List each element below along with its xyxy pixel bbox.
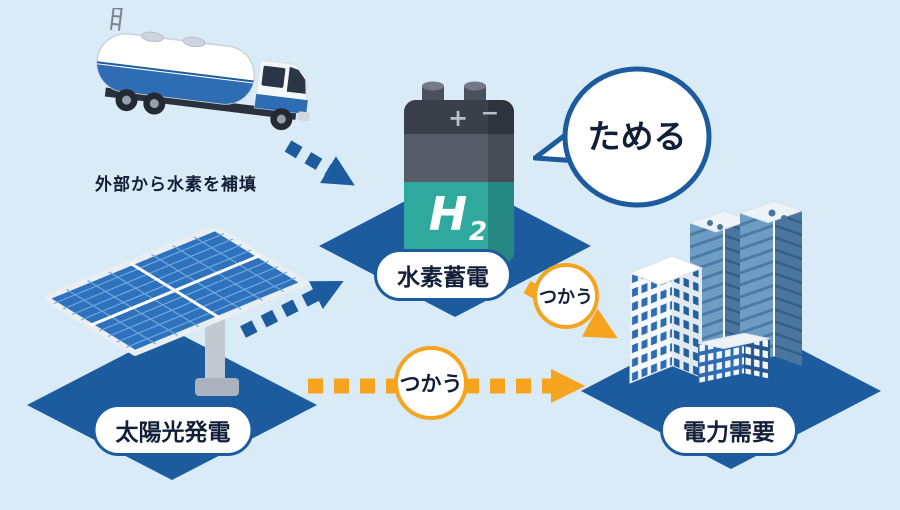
store-bubble-text: ためる: [588, 117, 687, 156]
use-callout-bottom: つかう: [394, 346, 468, 420]
truck-caption: 外部から水素を補填: [95, 175, 257, 195]
battery-plus-mark: +: [448, 104, 468, 132]
truck-bumper: [297, 111, 311, 122]
small-building-front: [697, 332, 771, 383]
solar-panel-grid: [53, 232, 297, 349]
glass-tower-right: [738, 200, 804, 368]
solar-panel-icon: [45, 228, 308, 396]
solar-stand: [195, 313, 239, 396]
truck-tank-stripe: [93, 61, 254, 108]
truck-group: [93, 8, 311, 131]
city-buildings-icon: [628, 200, 804, 384]
h2-battery-icon: + − H 2: [404, 81, 514, 264]
battery-terminals: [422, 81, 486, 102]
tank-hatch-2: [182, 36, 206, 48]
truck-ladder: [109, 8, 124, 31]
bubble-circle: [562, 66, 712, 208]
use-callout-top-text: つかう: [539, 287, 593, 308]
battery-sub2-text: 2: [469, 217, 487, 247]
truck-windshield: [286, 66, 306, 94]
cab-stripe: [254, 93, 308, 115]
store-speech-bubble: ためる: [533, 66, 712, 208]
power-demand-label: 電力需要: [660, 404, 798, 456]
truck-to-storage-arrow: [284, 140, 355, 186]
use-callout-bottom-text: つかう: [399, 372, 463, 396]
solar-to-storage-arrow: [240, 281, 344, 338]
battery-body: [404, 100, 514, 264]
battery-h-text: H: [429, 187, 468, 241]
tanker-truck-icon: [93, 8, 311, 131]
solar-power-label: 太陽光発電: [92, 404, 254, 456]
white-tower-left: [628, 255, 704, 384]
tank-hatch-1: [141, 31, 164, 42]
hydrogen-storage-label: 水素蓄電: [374, 249, 512, 301]
battery-minus-mark: −: [481, 101, 499, 126]
truck-wheels: [115, 89, 293, 131]
truck-side-window: [261, 65, 286, 88]
use-callout-top: つかう: [533, 263, 599, 329]
